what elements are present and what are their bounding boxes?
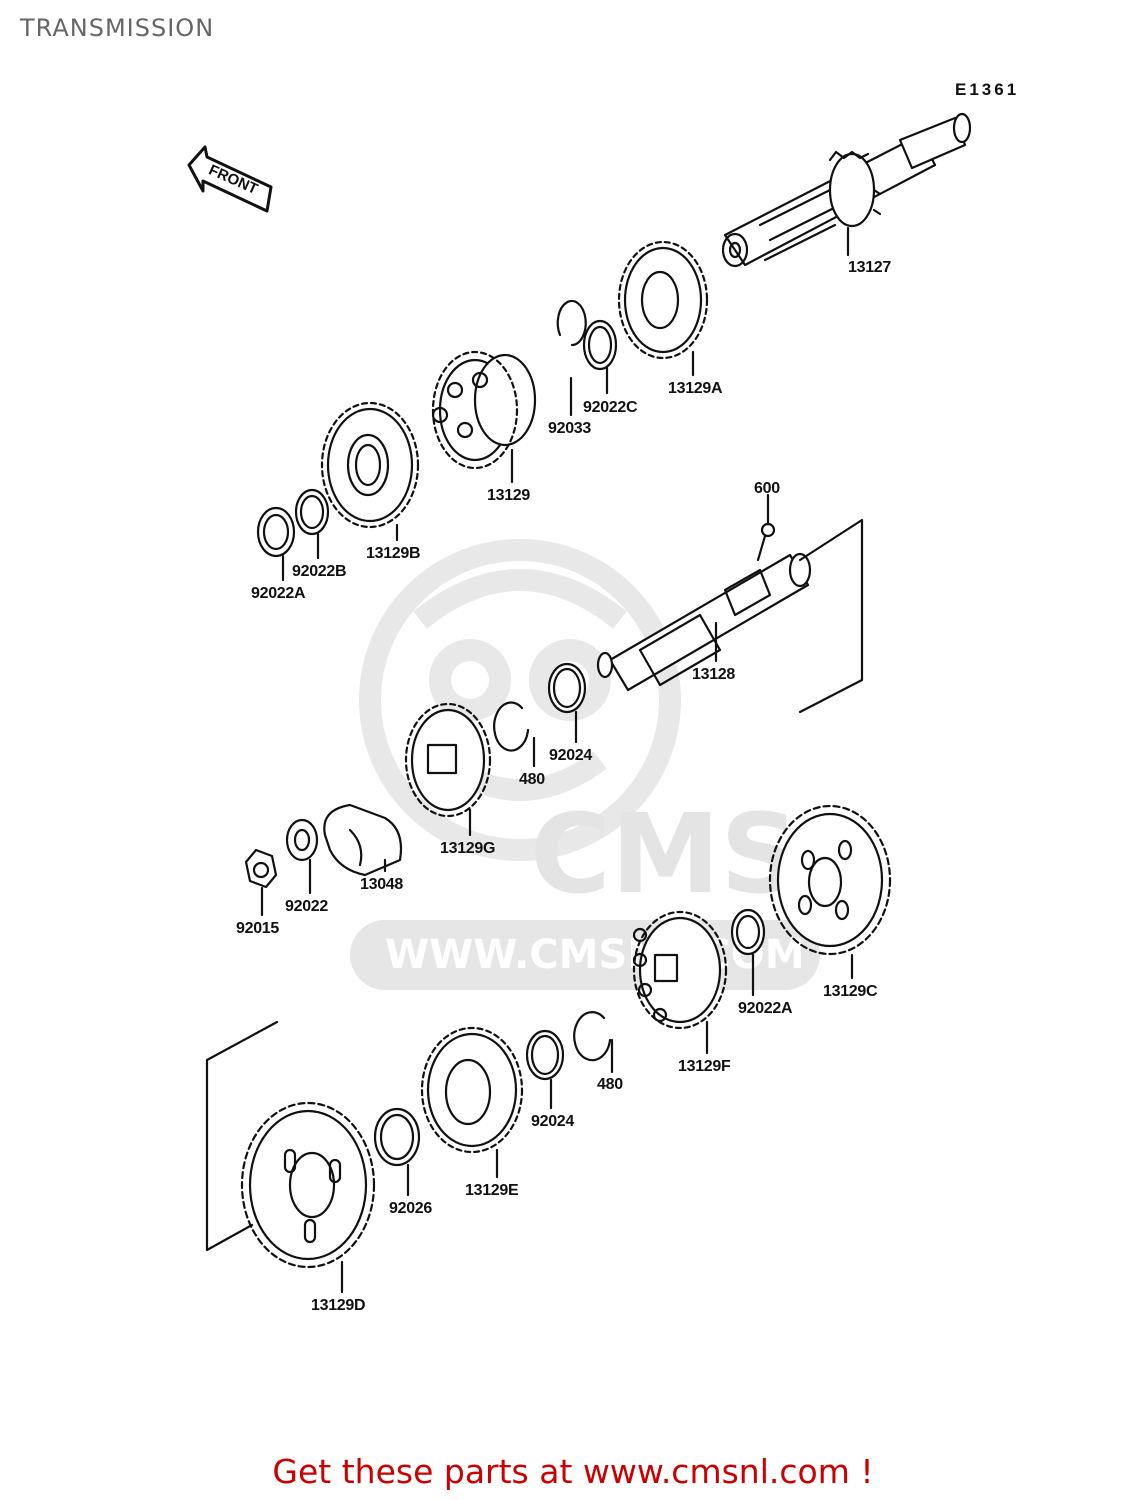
part-label-92022a-bottom[interactable]: 92022A bbox=[738, 1000, 793, 1017]
part-label-92022b[interactable]: 92022B bbox=[292, 563, 347, 580]
part-label-92015[interactable]: 92015 bbox=[236, 920, 279, 937]
part-label-92022c[interactable]: 92022C bbox=[583, 399, 638, 416]
part-label-600[interactable]: 600 bbox=[754, 480, 780, 497]
part-label-92033[interactable]: 92033 bbox=[548, 420, 591, 437]
part-label-92024-mid[interactable]: 92024 bbox=[549, 747, 592, 764]
part-label-13129a[interactable]: 13129A bbox=[668, 380, 723, 397]
part-label-13048[interactable]: 13048 bbox=[360, 876, 403, 893]
main-shaft-icon bbox=[721, 112, 972, 268]
footer: Get these parts at www.cmsnl.com ! bbox=[0, 1452, 1146, 1491]
part-label-92026[interactable]: 92026 bbox=[389, 1200, 432, 1217]
part-label-13129e[interactable]: 13129E bbox=[465, 1182, 519, 1199]
part-label-13128[interactable]: 13128 bbox=[692, 666, 735, 683]
part-label-13127[interactable]: 13127 bbox=[848, 259, 891, 276]
page-title: TRANSMISSION bbox=[20, 14, 215, 42]
part-label-13129g[interactable]: 13129G bbox=[440, 840, 496, 857]
front-direction-arrow-icon: FRONT bbox=[187, 145, 273, 213]
part-label-13129c[interactable]: 13129C bbox=[823, 983, 878, 1000]
watermark-url: WWW.CMSNL.COM bbox=[385, 932, 805, 978]
part-label-92022[interactable]: 92022 bbox=[285, 898, 328, 915]
get-parts-link[interactable]: Get these parts at www.cmsnl.com ! bbox=[272, 1452, 874, 1491]
part-label-13129[interactable]: 13129 bbox=[487, 487, 530, 504]
figure-code: E1361 bbox=[955, 80, 1020, 99]
part-label-92022a-top[interactable]: 92022A bbox=[251, 585, 306, 602]
part-label-13129d[interactable]: 13129D bbox=[311, 1297, 366, 1314]
part-label-13129f[interactable]: 13129F bbox=[678, 1058, 731, 1075]
part-label-13129b[interactable]: 13129B bbox=[366, 545, 421, 562]
part-label-480-mid[interactable]: 480 bbox=[519, 771, 545, 788]
part-label-480-bottom[interactable]: 480 bbox=[597, 1076, 623, 1093]
watermark-logo-text: CMS bbox=[530, 790, 800, 918]
part-label-92024-bottom[interactable]: 92024 bbox=[531, 1113, 574, 1130]
